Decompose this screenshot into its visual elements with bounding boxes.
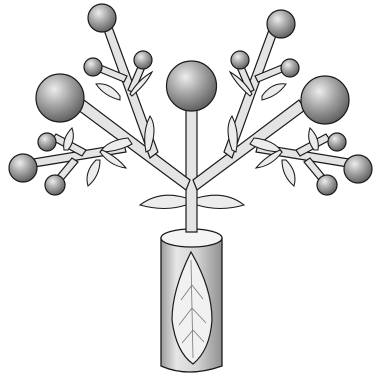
head-top-left [88, 4, 116, 32]
central-stem [186, 110, 197, 232]
head-far-left [9, 154, 37, 182]
leaf-left-3 [96, 84, 120, 100]
head-left-small-1 [84, 58, 102, 76]
head-top-right [267, 10, 295, 38]
head-left-small-2 [134, 51, 152, 69]
crown-leaf-right [197, 195, 244, 208]
crown-leaf-left [140, 195, 186, 208]
leaf-right-5 [282, 160, 295, 186]
head-left-large [36, 74, 84, 122]
head-right-small-4 [317, 175, 337, 195]
leaf-left-5 [87, 160, 100, 186]
head-left-small-4 [45, 175, 65, 195]
head-far-right [344, 155, 372, 183]
head-left-small-3 [38, 133, 56, 151]
head-center [167, 61, 217, 111]
head-right-small-3 [328, 133, 346, 151]
head-right-large [301, 76, 349, 124]
tube [161, 229, 222, 372]
leaf-right-1 [250, 138, 282, 152]
leaf-right-3 [262, 84, 286, 100]
head-right-small-2 [231, 51, 249, 69]
head-right-small-1 [281, 59, 299, 77]
leaf-left-1 [100, 138, 132, 152]
